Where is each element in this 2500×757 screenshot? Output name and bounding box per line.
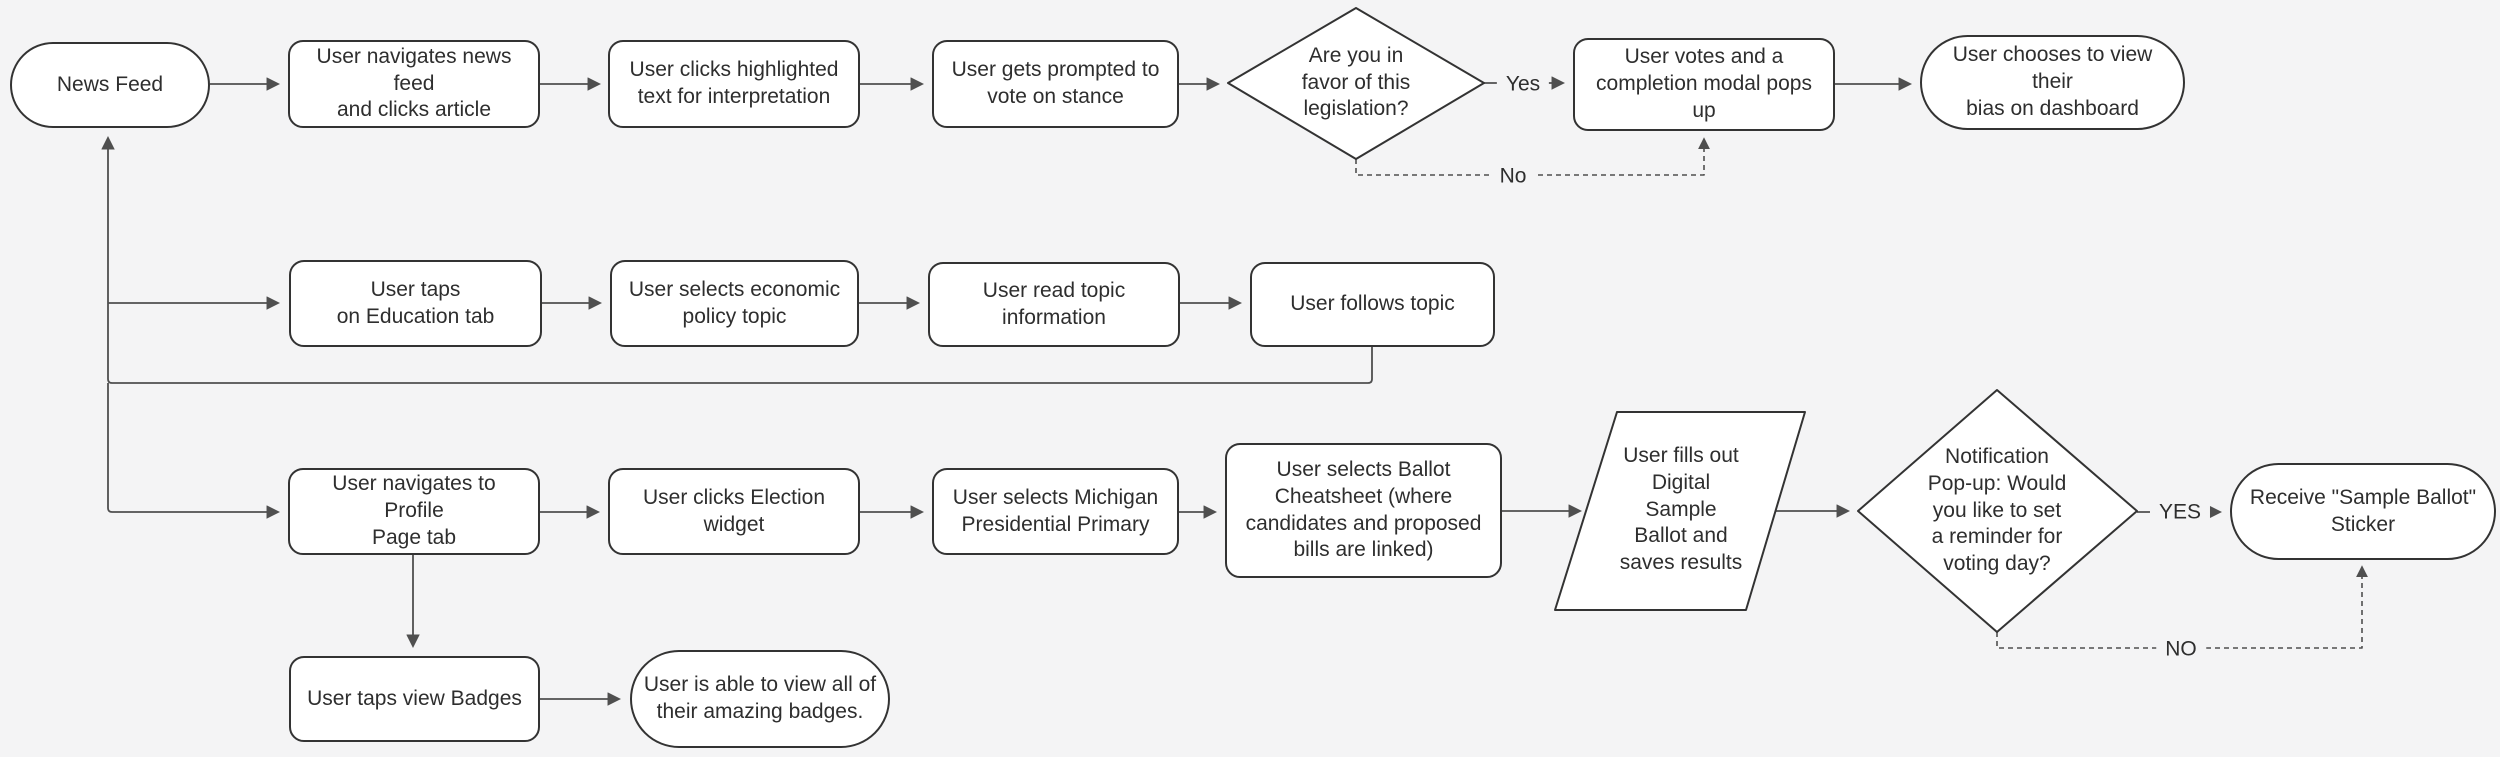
node-selects-economic-policy[interactable]: User selects economic policy topic: [610, 260, 859, 347]
decision-reminder-shape: [1857, 389, 2138, 633]
node-follows-topic[interactable]: User follows topic: [1250, 262, 1495, 347]
node-read-topic-information[interactable]: User read topic information: [928, 262, 1180, 347]
node-navigates-news-feed[interactable]: User navigates news feed and clicks arti…: [288, 40, 540, 128]
edge-label-yes-reminder: YES: [2149, 501, 2211, 523]
node-clicks-highlighted-text[interactable]: User clicks highlighted text for interpr…: [608, 40, 860, 128]
edge-label-no-legislation: No: [1490, 165, 1536, 187]
node-clicks-election-widget[interactable]: User clicks Election widget: [608, 468, 860, 555]
io-fills-ballot-shape: [1554, 411, 1806, 611]
node-receive-sticker[interactable]: Receive "Sample Ballot" Sticker: [2230, 463, 2496, 560]
node-navigates-profile-tab[interactable]: User navigates to Profile Page tab: [288, 468, 540, 555]
node-ballot-cheatsheet[interactable]: User selects Ballot Cheatsheet (where ca…: [1225, 443, 1502, 578]
decision-favor-legislation[interactable]: Are you in favor of this legislation?: [1301, 43, 1411, 121]
io-fills-digital-ballot[interactable]: User fills out Digital Sample Ballot and…: [1619, 443, 1743, 575]
node-taps-education-tab[interactable]: User taps on Education tab: [289, 260, 542, 347]
node-taps-view-badges[interactable]: User taps view Badges: [289, 656, 540, 742]
node-prompted-to-vote[interactable]: User gets prompted to vote on stance: [932, 40, 1179, 128]
node-votes-completion-modal[interactable]: User votes and a completion modal pops u…: [1573, 38, 1835, 131]
node-news-feed[interactable]: News Feed: [10, 42, 210, 128]
node-selects-michigan-primary[interactable]: User selects Michigan Presidential Prima…: [932, 468, 1179, 555]
decision-reminder-popup[interactable]: Notification Pop-up: Would you like to s…: [1927, 444, 2067, 576]
node-view-bias-dashboard[interactable]: User chooses to view their bias on dashb…: [1920, 35, 2185, 130]
edge-label-yes-legislation: Yes: [1496, 73, 1550, 95]
edge-label-no-reminder: NO: [2156, 638, 2206, 660]
decision-favor-legislation-shape: [1227, 7, 1485, 160]
node-view-all-badges[interactable]: User is able to view all of their amazin…: [630, 650, 890, 748]
